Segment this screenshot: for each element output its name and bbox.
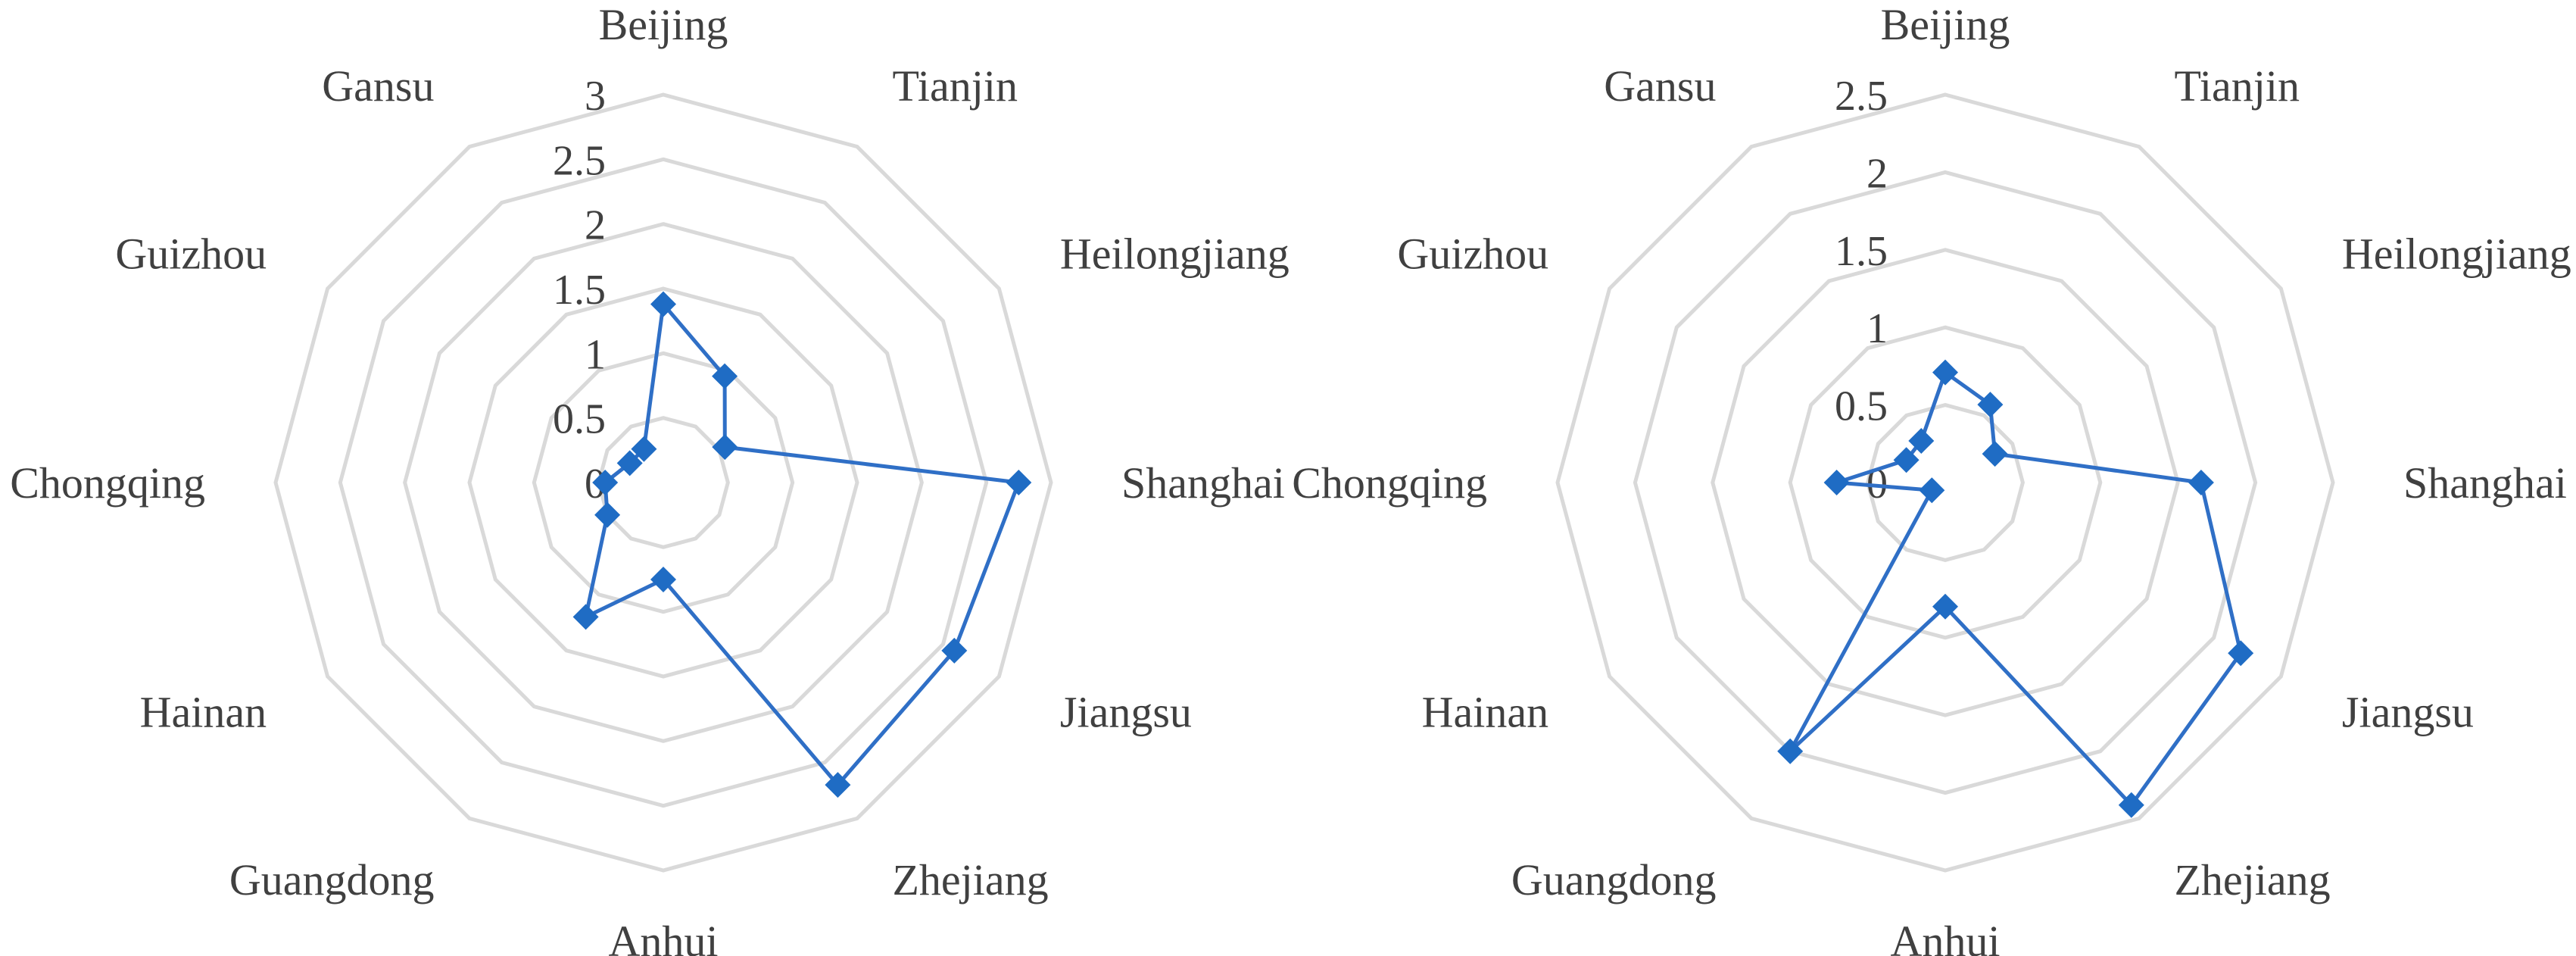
- radar-chart-right: 2.521.510.50BeijingTianjinHeilongjiangSh…: [1292, 0, 2571, 956]
- category-label-shanghai: Shanghai: [1121, 458, 1285, 508]
- grid-ring: [338, 157, 989, 808]
- category-label-hainan: Hainan: [1422, 688, 1549, 737]
- data-point-shanghai: [1006, 470, 1032, 495]
- category-label-anhui: Anhui: [1891, 917, 2001, 956]
- data-point-zhejiang: [825, 772, 851, 798]
- category-label-anhui: Anhui: [609, 917, 719, 956]
- grid-ring: [403, 222, 924, 743]
- data-point-jiangsu: [2228, 640, 2254, 667]
- data-point-guizhou: [616, 450, 643, 476]
- radial-tick-label: 3: [585, 73, 606, 120]
- category-label-gansu: Gansu: [1604, 61, 1716, 111]
- category-label-guangdong: Guangdong: [229, 855, 435, 904]
- data-point-tianjin: [1977, 392, 2004, 418]
- data-point-guizhou: [1893, 447, 1920, 473]
- radar-chart-left: 32.521.510.50BeijingTianjinHeilongjiangS…: [10, 0, 1290, 956]
- category-label-heilongjiang: Heilongjiang: [1060, 230, 1290, 279]
- data-point-heilongjiang: [712, 434, 738, 461]
- category-label-tianjin: Tianjin: [893, 61, 1018, 111]
- grid-ring: [1711, 248, 2180, 717]
- data-point-guangdong: [1777, 738, 1804, 764]
- data-point-zhejiang: [2118, 792, 2144, 818]
- radial-tick-label: 0.5: [1835, 383, 1888, 430]
- category-label-beijing: Beijing: [1881, 0, 2010, 49]
- grid-ring: [1788, 325, 2103, 640]
- radial-tick-label: 1.5: [553, 267, 606, 314]
- category-label-gansu: Gansu: [322, 61, 434, 111]
- category-label-guangdong: Guangdong: [1511, 855, 1717, 904]
- category-label-chongqing: Chongqing: [10, 458, 205, 508]
- category-label-beijing: Beijing: [599, 0, 728, 49]
- category-label-jiangsu: Jiangsu: [1060, 688, 1192, 737]
- data-point-beijing: [1932, 359, 1958, 386]
- data-point-heilongjiang: [1982, 441, 2008, 467]
- radial-tick-label: 0.5: [553, 396, 606, 443]
- radial-tick-label: 1: [1867, 305, 1888, 352]
- radial-tick-label: 2: [1867, 150, 1888, 197]
- data-point-jiangsu: [941, 637, 968, 664]
- radial-tick-label: 1: [585, 331, 606, 378]
- data-point-chongqing: [1823, 470, 1850, 495]
- series-line: [1788, 370, 2243, 808]
- category-label-zhejiang: Zhejiang: [893, 855, 1049, 904]
- radial-tick-label: 2: [585, 202, 606, 249]
- grid-ring: [597, 416, 730, 549]
- category-label-zhejiang: Zhejiang: [2175, 855, 2331, 904]
- radial-tick-label: 1.5: [1835, 228, 1888, 275]
- radial-tick-label: 2.5: [1835, 73, 1888, 120]
- data-point-gansu: [631, 436, 657, 462]
- category-label-guizhou: Guizhou: [1397, 230, 1548, 279]
- category-label-chongqing: Chongqing: [1292, 458, 1487, 508]
- data-point-hainan: [1919, 477, 1945, 504]
- grid-ring: [1633, 170, 2258, 795]
- category-label-jiangsu: Jiangsu: [2342, 688, 2474, 737]
- data-point-beijing: [650, 291, 676, 317]
- data-point-anhui: [650, 567, 676, 592]
- category-label-tianjin: Tianjin: [2175, 61, 2300, 111]
- data-point-gansu: [1908, 428, 1935, 454]
- data-point-tianjin: [712, 363, 738, 389]
- grid-ring: [532, 351, 795, 614]
- grid-ring: [1866, 403, 2025, 562]
- radial-tick-label: 2.5: [553, 137, 606, 184]
- category-label-shanghai: Shanghai: [2403, 458, 2567, 508]
- category-label-guizhou: Guizhou: [115, 230, 267, 279]
- data-point-anhui: [1932, 593, 1958, 620]
- grid-ring: [467, 286, 859, 679]
- grid-ring: [1555, 92, 2335, 873]
- data-point-shanghai: [2188, 470, 2214, 495]
- category-label-heilongjiang: Heilongjiang: [2342, 230, 2571, 279]
- data-point-chongqing: [592, 470, 619, 495]
- category-label-hainan: Hainan: [140, 688, 267, 737]
- data-point-guangdong: [572, 604, 599, 630]
- data-point-hainan: [594, 501, 621, 528]
- grid-ring: [273, 92, 1053, 873]
